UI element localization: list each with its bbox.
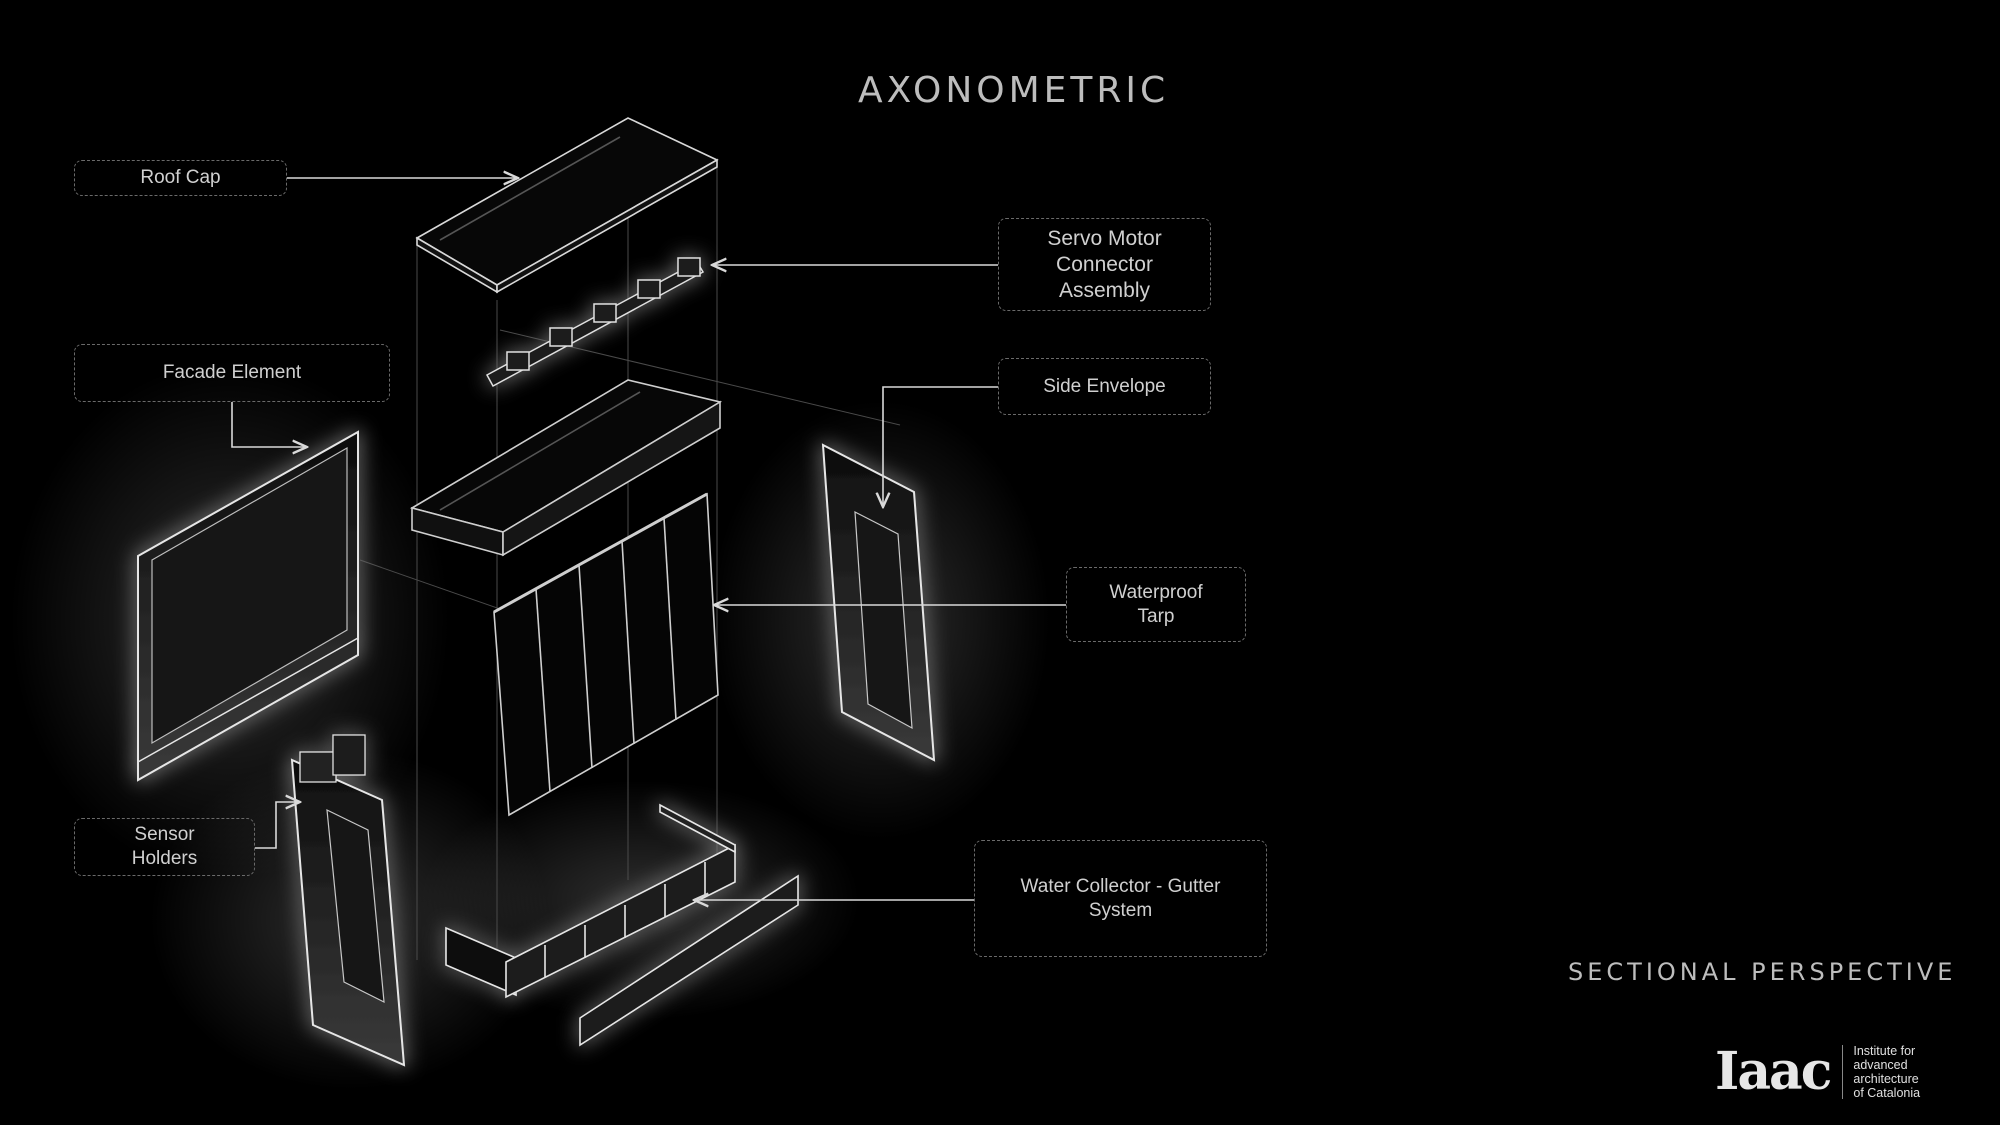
sensor-holders-label: Sensor Holders [74, 818, 255, 876]
facade-element-part [137, 430, 359, 782]
iaac-logo-mark: Iaac [1715, 1041, 1832, 1102]
sectional-perspective-label: SECTIONAL PERSPECTIVE [1568, 958, 1957, 986]
facade-element-label: Facade Element [74, 344, 390, 402]
waterproof-tarp-label: Waterproof Tarp [1066, 567, 1246, 642]
waterproof-tarp-part [493, 492, 719, 817]
roof-cap-label: Roof Cap [74, 160, 287, 196]
leader-facade-element [231, 402, 307, 447]
leader-side-envelope [883, 386, 998, 507]
frame-tray-part [409, 379, 723, 557]
iaac-logo-text: Institute for advanced architecture of C… [1853, 1044, 1921, 1100]
leader-lines [231, 178, 1066, 900]
logo-divider [1842, 1045, 1844, 1099]
side-envelope-label: Side Envelope [998, 358, 1211, 415]
servo-motor-assembly-part [485, 257, 705, 388]
iaac-logo: Iaac Institute for advanced architecture… [1715, 1043, 1920, 1101]
construction-lines [359, 118, 901, 960]
water-collector-gutter-part [445, 803, 799, 1047]
servo-motor-label: Servo Motor Connector Assembly [998, 218, 1211, 311]
roof-cap-part [415, 117, 719, 294]
side-envelope-part [821, 443, 936, 762]
sensor-holder-part [290, 734, 406, 1067]
leader-sensor-holders [255, 802, 300, 849]
page-title: AXONOMETRIC [858, 70, 1170, 111]
water-collector-label: Water Collector - Gutter System [974, 840, 1267, 957]
